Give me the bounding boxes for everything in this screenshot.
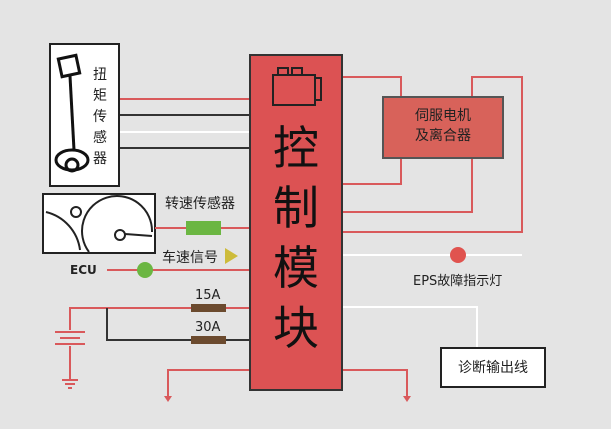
signal-arrow-icon xyxy=(225,248,238,264)
fuse-30a-label: 30A xyxy=(195,320,221,335)
module-char: 控 xyxy=(273,121,319,175)
steering-shaft-icon xyxy=(54,53,90,173)
eps-lamp-label: EPS故障指示灯 xyxy=(413,274,503,289)
arrow-down-icon xyxy=(164,396,172,402)
servo-label: 伺服电机 及离合器 xyxy=(383,106,503,146)
diag-label: 诊断输出线 xyxy=(458,360,528,376)
servo-wire-2 xyxy=(342,76,523,233)
label-char: 传 xyxy=(93,109,107,125)
servo-box xyxy=(382,96,504,159)
diag-wire xyxy=(342,306,478,348)
ecu-label: ECU xyxy=(70,263,97,277)
fuse-15a-icon xyxy=(191,304,226,312)
speed-sensor-label: 转速传感器 xyxy=(165,196,235,212)
dashboard-box xyxy=(42,193,156,254)
battery-icon xyxy=(55,330,85,346)
servo-label-line2: 及离合器 xyxy=(415,128,471,144)
module-char: 模 xyxy=(273,241,319,295)
label-char: 感 xyxy=(93,130,107,146)
fuse-30a-icon xyxy=(191,336,226,344)
ecu-box-icon xyxy=(272,67,322,106)
fuse-15a-label: 15A xyxy=(195,288,221,303)
power-wire-15a xyxy=(69,307,250,380)
arrow-down-icon xyxy=(403,396,411,402)
module-char: 块 xyxy=(273,301,319,355)
ground-wire-left xyxy=(167,369,250,398)
torque-sensor-label: 扭 矩 传 感 器 xyxy=(92,65,108,170)
label-char: 矩 xyxy=(93,88,107,104)
module-char: 制 xyxy=(273,181,319,235)
control-module xyxy=(249,54,343,391)
module-title: 控 制 模 块 xyxy=(250,118,342,358)
warning-lamp-icon xyxy=(450,247,466,263)
speed-sensor-icon xyxy=(186,221,221,235)
ground-wire-right xyxy=(342,369,408,398)
power-wire-30a xyxy=(106,308,250,341)
label-char: 扭 xyxy=(93,67,107,83)
servo-label-line1: 伺服电机 xyxy=(415,108,471,124)
vehicle-speed-label: 车速信号 xyxy=(162,250,218,266)
servo-wire-1 xyxy=(342,76,402,97)
diag-box xyxy=(440,347,546,388)
ground-icon xyxy=(62,379,78,389)
ecu-connector-icon xyxy=(137,262,153,278)
label-char: 器 xyxy=(93,151,107,167)
servo-wire-3 xyxy=(342,158,402,185)
servo-wire-4 xyxy=(342,158,473,213)
gauge-icon xyxy=(45,195,154,253)
